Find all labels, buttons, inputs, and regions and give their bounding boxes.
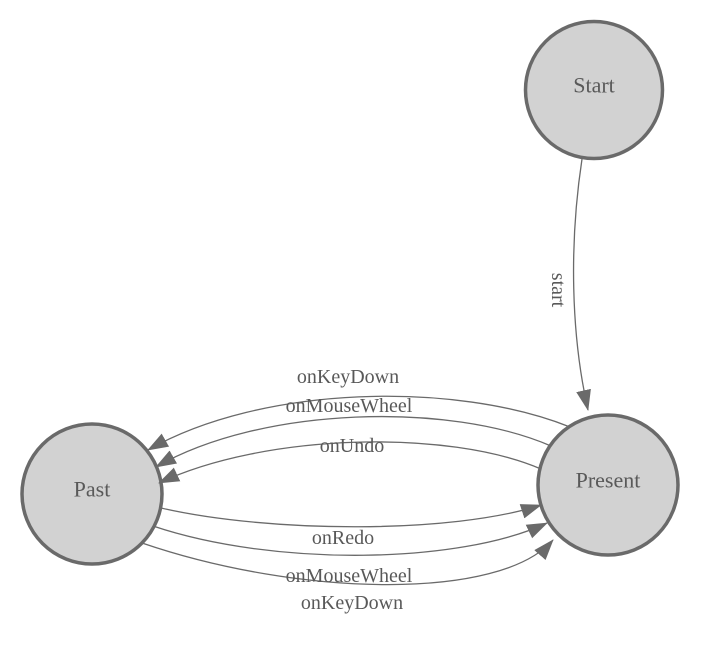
edge-label-onmousewheel-upper: onMouseWheel <box>286 395 413 417</box>
edge-label-onmousewheel-lower: onMouseWheel <box>286 565 413 587</box>
edge-label-start: start <box>547 273 569 308</box>
edge-label-onkeydown-upper: onKeyDown <box>297 366 399 388</box>
state-node-past <box>20 422 164 566</box>
edge-present-to-past-onundo <box>158 441 542 484</box>
edge-start-to-present <box>572 158 591 411</box>
edge-present-to-past-onmousewheel <box>155 415 552 468</box>
state-node-start <box>523 19 665 161</box>
node-labels: Start Present Past <box>74 73 641 502</box>
edge-past-to-present-onredo <box>160 504 542 528</box>
state-label-present: Present <box>576 468 641 493</box>
edge-present-to-past-onkeydown <box>147 395 571 451</box>
state-nodes <box>20 19 680 566</box>
edge-label-onundo: onUndo <box>320 435 384 457</box>
transition-edges <box>141 158 591 586</box>
edge-labels: start onKeyDown onMouseWheel onUndo onRe… <box>286 273 569 614</box>
state-label-start: Start <box>573 73 615 98</box>
edge-past-to-present-onmousewheel <box>152 522 548 556</box>
state-node-present <box>536 413 680 557</box>
edge-label-onkeydown-lower: onKeyDown <box>301 592 403 614</box>
edge-past-to-present-onkeydown <box>141 539 554 586</box>
edge-label-onredo: onRedo <box>312 527 374 549</box>
state-label-past: Past <box>74 477 111 502</box>
